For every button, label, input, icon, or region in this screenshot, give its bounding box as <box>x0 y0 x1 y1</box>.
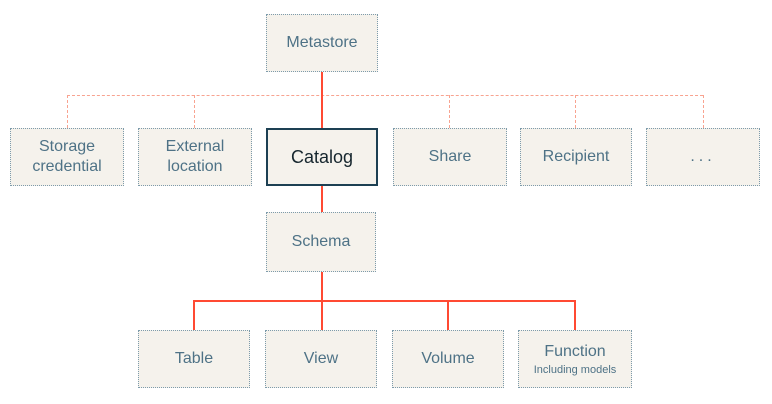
node-schema: Schema <box>266 212 376 272</box>
node-catalog-label: Catalog <box>290 146 354 167</box>
node-recipient: Recipient <box>520 128 632 186</box>
node-metastore: Metastore <box>266 14 378 72</box>
connector-dotted-bus <box>67 95 703 96</box>
connector-dotted-drop-ellipsis <box>703 95 704 128</box>
connector-dotted-drop-storage-credential <box>67 95 68 128</box>
node-storage-credential-label: Storage credential <box>32 138 102 175</box>
node-schema-label: Schema <box>291 233 351 250</box>
node-catalog: Catalog <box>266 128 378 186</box>
node-volume-label: Volume <box>421 350 475 367</box>
node-table-label: Table <box>174 350 214 367</box>
connector-dotted-drop-external-location <box>194 95 195 128</box>
node-function-label: Function <box>544 342 606 360</box>
connector-solid-bus <box>193 300 576 302</box>
connector-dotted-drop-recipient <box>575 95 576 128</box>
node-recipient-label: Recipient <box>542 148 610 165</box>
connector-schema-bus <box>321 272 323 301</box>
connector-catalog-schema <box>321 186 323 212</box>
node-share: Share <box>393 128 507 186</box>
connector-dotted-drop-share <box>449 95 450 128</box>
node-share-label: Share <box>428 148 472 165</box>
node-storage-credential: Storage credential <box>10 128 124 186</box>
connector-drop-volume <box>447 300 449 330</box>
node-volume: Volume <box>392 330 504 388</box>
connector-drop-view <box>321 300 323 330</box>
connector-drop-function <box>574 300 576 330</box>
node-table: Table <box>138 330 250 388</box>
node-external-location: External location <box>138 128 252 186</box>
node-external-location-label: External location <box>165 138 225 175</box>
node-view: View <box>265 330 377 388</box>
node-ellipsis: ... <box>646 128 760 186</box>
connector-drop-table <box>193 300 195 330</box>
node-ellipsis-label: ... <box>690 148 716 165</box>
node-view-label: View <box>303 350 339 367</box>
node-function-sublabel: Including models <box>533 363 617 376</box>
node-function: Function Including models <box>518 330 632 388</box>
connector-metastore-catalog <box>321 72 323 128</box>
node-metastore-label: Metastore <box>286 34 358 51</box>
